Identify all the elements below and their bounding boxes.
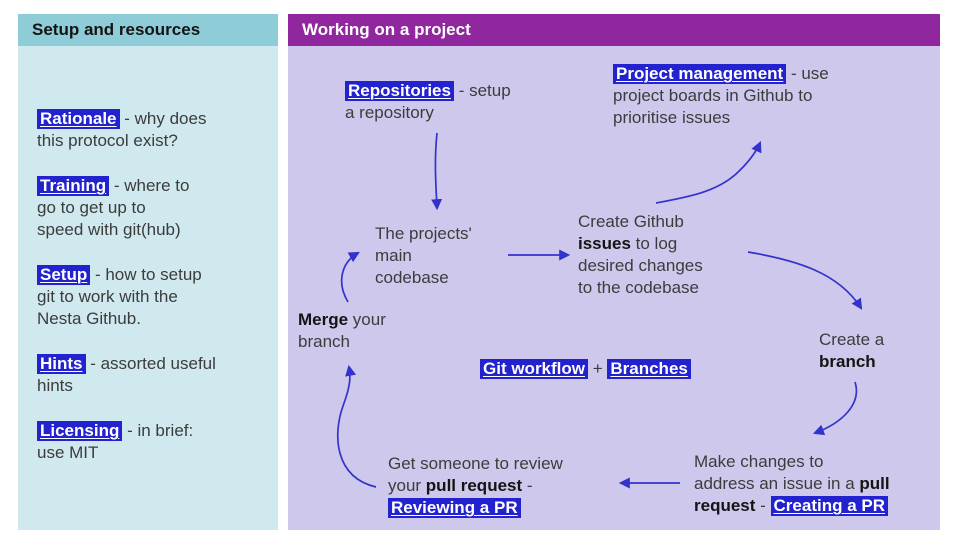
- licensing-link[interactable]: Licensing: [37, 421, 123, 441]
- review-text-1: Get someone to review your: [388, 454, 563, 495]
- list-item-training: Training - where to go to get up to spee…: [37, 175, 262, 241]
- list-item-hints: Hints - assorted useful hints: [37, 353, 262, 397]
- node-create-issues: Create Github issues to log desired chan…: [578, 211, 748, 299]
- make-changes-text-2: -: [755, 496, 771, 515]
- left-panel-body: Rationale - why does this protocol exist…: [18, 46, 278, 464]
- node-project-management: Project management - use project boards …: [613, 63, 858, 129]
- branches-link[interactable]: Branches: [607, 359, 691, 379]
- rationale-text: - why does this protocol exist?: [37, 109, 207, 150]
- create-issues-text-1: Create Github: [578, 212, 684, 231]
- node-repositories: Repositories - setup a repository: [345, 80, 535, 124]
- training-text: - where to go to get up to speed with gi…: [37, 176, 190, 239]
- project-management-text: - use project boards in Github to priori…: [613, 64, 829, 127]
- create-issues-text-2: to log desired changes to the codebase: [578, 234, 703, 297]
- training-link[interactable]: Training: [37, 176, 110, 196]
- node-create-branch: Create a branch: [819, 329, 919, 373]
- node-merge-branch: Merge your branch: [298, 309, 418, 353]
- make-changes-text-1: Make changes to address an issue in a: [694, 452, 855, 493]
- list-item-setup: Setup - how to setup git to work with th…: [37, 264, 262, 330]
- node-make-changes: Make changes to address an issue in a pu…: [694, 451, 934, 517]
- hints-text: - assorted useful hints: [37, 354, 216, 395]
- rationale-link[interactable]: Rationale: [37, 109, 120, 129]
- git-workflow-plus: +: [588, 359, 608, 378]
- project-management-link[interactable]: Project management: [613, 64, 787, 84]
- left-panel: Setup and resources Rationale - why does…: [18, 14, 278, 530]
- review-bold: pull request: [425, 476, 523, 495]
- creating-a-pr-link[interactable]: Creating a PR: [770, 496, 889, 516]
- git-workflow-link[interactable]: Git workflow: [480, 359, 588, 379]
- merge-text: your branch: [298, 310, 386, 351]
- list-item-licensing: Licensing - in brief: use MIT: [37, 420, 262, 464]
- left-panel-title: Setup and resources: [18, 14, 278, 46]
- setup-text: - how to setup git to work with the Nest…: [37, 265, 202, 328]
- make-changes-bold: pull request: [694, 474, 890, 515]
- licensing-text: - in brief: use MIT: [37, 421, 194, 462]
- hints-link[interactable]: Hints: [37, 354, 86, 374]
- merge-bold: Merge: [298, 310, 349, 329]
- right-panel-title: Working on a project: [288, 14, 940, 46]
- review-text-2: -: [526, 476, 533, 495]
- list-item-rationale: Rationale - why does this protocol exist…: [37, 108, 262, 152]
- main-codebase-text: The projects' main codebase: [375, 224, 472, 287]
- reviewing-a-pr-link[interactable]: Reviewing a PR: [388, 498, 521, 518]
- setup-link[interactable]: Setup: [37, 265, 91, 285]
- create-issues-bold: issues: [578, 234, 631, 253]
- node-main-codebase: The projects' main codebase: [375, 223, 505, 289]
- create-branch-bold: branch: [819, 352, 876, 371]
- create-branch-text: Create a: [819, 330, 885, 349]
- node-git-workflow-branches: Git workflow + Branches: [480, 358, 720, 380]
- node-review-pr: Get someone to review your pull request …: [388, 453, 618, 519]
- repositories-text: - setup a repository: [345, 81, 511, 122]
- repositories-link[interactable]: Repositories: [345, 81, 454, 101]
